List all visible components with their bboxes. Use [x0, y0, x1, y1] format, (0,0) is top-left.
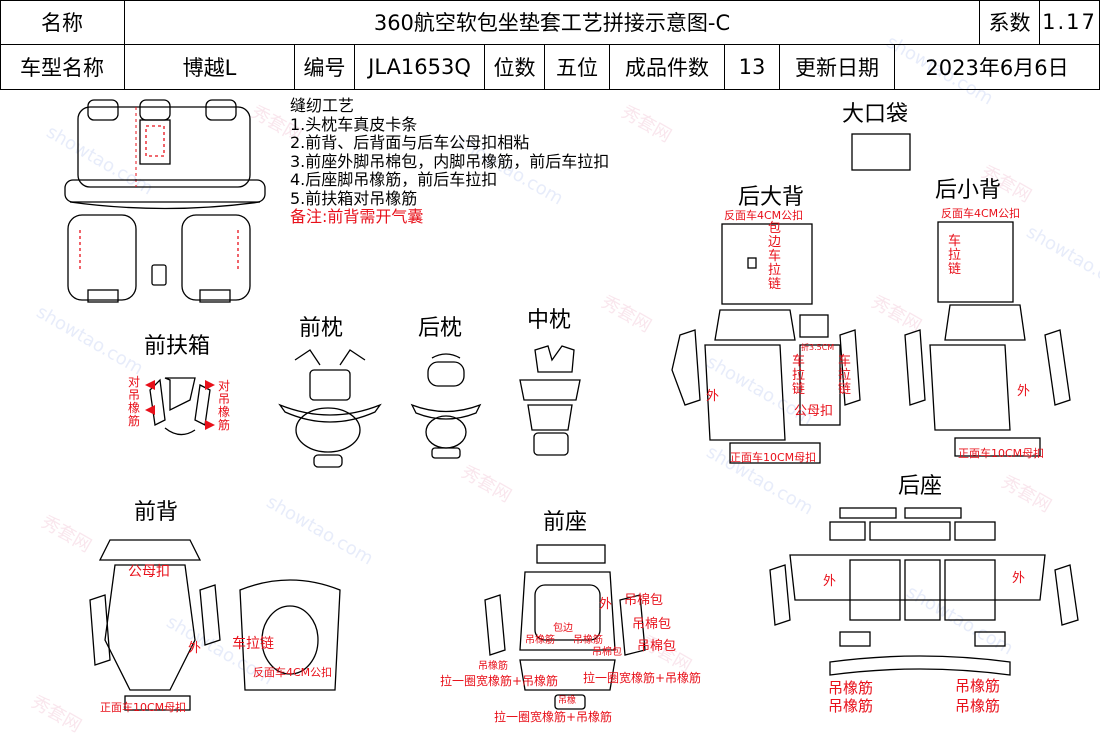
rbb-zip-note-b: 车拉链 — [838, 354, 852, 397]
note-item: 3.前座外脚吊棉包，内脚吊橡筋，前后车拉扣 — [290, 151, 610, 171]
rear-small-back-drawing — [904, 221, 1071, 457]
fb-bottom-note: 正面车10CM母扣 — [100, 701, 187, 714]
fs-ring-note-3: 拉一圈宽橡筋+吊橡筋 — [494, 710, 613, 724]
notes-remark: 备注:前背需开气囊 — [290, 207, 424, 226]
fs-outer-note: 外 — [599, 597, 613, 612]
rear-seat-drawing — [769, 507, 1079, 676]
section-title-rear-small-back: 后小背 — [935, 178, 1002, 203]
section-title-big-pocket: 大口袋 — [842, 102, 909, 127]
rsb-outer-note: 外 — [1017, 384, 1031, 399]
fs-small-note-3: 吊橡筋 — [573, 635, 603, 646]
rbb-bottom-note: 正面车10CM母扣 — [730, 451, 817, 464]
model-value: 博越L — [125, 45, 295, 90]
armrest-note-right: 对吊橡筋 — [218, 379, 231, 432]
fs-bag-note-3: 吊棉包 — [637, 639, 677, 654]
fb-zip-note: 车拉链 — [232, 636, 274, 652]
pieces-value: 13 — [725, 45, 780, 90]
note-item: 4.后座脚吊橡筋，前后车拉扣 — [290, 170, 498, 189]
note-item: 2.前背、后背面与后车公母扣相粘 — [290, 133, 530, 152]
front-seat-drawing — [484, 544, 646, 710]
seats-value: 五位 — [545, 45, 610, 90]
name-label: 名称 — [0, 0, 125, 45]
fs-small-note-2: 吊橡筋 — [525, 635, 555, 646]
page-title: 360航空软包坐垫套工艺拼接示意图-C — [125, 0, 980, 45]
front-pillow-drawing — [278, 349, 382, 468]
pieces-label: 成品件数 — [610, 45, 725, 90]
front-armrest-drawing — [145, 377, 215, 436]
model-label: 车型名称 — [0, 45, 125, 90]
rbb-snap-note: 公母扣 — [794, 404, 834, 419]
rbb-edge-note: 包边车拉链 — [768, 221, 782, 292]
front-back-drawing — [89, 539, 341, 711]
big-pocket-piece — [851, 133, 911, 171]
rs-elastic-note-2: 吊橡筋 — [955, 677, 1001, 695]
sewing-notes: 缝纫工艺 1.头枕车真皮卡条 2.前背、后背面与后车公母扣相粘 3.前座外脚吊棉… — [290, 96, 610, 227]
rbb-top-note: 反面车4CM公扣 — [724, 209, 804, 222]
rbb-zip-note-a: 车拉链 — [792, 354, 806, 397]
seats-label: 位数 — [485, 45, 545, 90]
rs-elastic-note-4: 吊橡筋 — [955, 697, 1001, 715]
section-title-rear-pillow: 后枕 — [418, 316, 463, 341]
note-item: 1.头枕车真皮卡条 — [290, 114, 418, 134]
date-label: 更新日期 — [780, 45, 895, 90]
fs-small-note-1: 包边 — [553, 623, 573, 634]
rear-big-back-drawing — [671, 223, 861, 464]
fs-small-note-6: 吊橡 — [558, 696, 577, 706]
fs-bag-note-2: 吊棉包 — [632, 617, 672, 632]
fb-top4-note: 反面车4CM公扣 — [253, 666, 333, 679]
date-value: 2023年6月6日 — [895, 45, 1100, 90]
section-title-front-armrest: 前扶箱 — [144, 334, 211, 359]
fb-snap-note: 公母扣 — [128, 564, 170, 580]
rbb-small-note: 折3.5CM — [801, 343, 835, 352]
section-title-front-back: 前背 — [134, 500, 179, 525]
fs-ring-note-1: 拉一圈宽橡筋+吊橡筋 — [440, 674, 559, 688]
mid-pillow-drawing — [519, 345, 581, 456]
section-title-rear-seat: 后座 — [898, 474, 943, 499]
rs-outer-note-right: 外 — [1012, 571, 1026, 586]
note-item: 5.前扶箱对吊橡筋 — [290, 188, 418, 208]
armrest-note-left: 对吊橡筋 — [128, 375, 141, 428]
fs-bag-note-1: 吊棉包 — [624, 593, 664, 608]
rear-pillow-drawing — [410, 353, 482, 459]
fs-small-note-4: 吊棉包 — [592, 647, 622, 658]
fs-ring-note-2: 拉一圈宽橡筋+吊橡筋 — [583, 671, 702, 685]
section-title-mid-pillow: 中枕 — [527, 308, 572, 333]
rsb-bottom-note: 正面车10CM母扣 — [958, 447, 1045, 460]
section-title-front-seat: 前座 — [543, 510, 588, 535]
rsb-top-note: 反面车4CM公扣 — [941, 207, 1021, 220]
rbb-outer-note: 外 — [706, 389, 720, 404]
code-value: JLA1653Q — [355, 45, 485, 90]
section-title-rear-big-back: 后大背 — [738, 185, 805, 210]
seat-overview-drawing — [64, 99, 266, 303]
notes-heading: 缝纫工艺 — [290, 96, 355, 115]
fb-outer-note: 外 — [188, 641, 202, 656]
rs-elastic-note-1: 吊橡筋 — [828, 679, 874, 697]
rsb-zip-note: 车拉链 — [948, 234, 962, 277]
rs-elastic-note-3: 吊橡筋 — [828, 697, 874, 715]
series-label: 系数 — [980, 0, 1040, 45]
section-title-front-pillow: 前枕 — [299, 316, 344, 341]
code-label: 编号 — [295, 45, 355, 90]
rs-outer-note-left: 外 — [823, 574, 837, 589]
fs-small-note-5: 吊橡筋 — [478, 661, 508, 672]
